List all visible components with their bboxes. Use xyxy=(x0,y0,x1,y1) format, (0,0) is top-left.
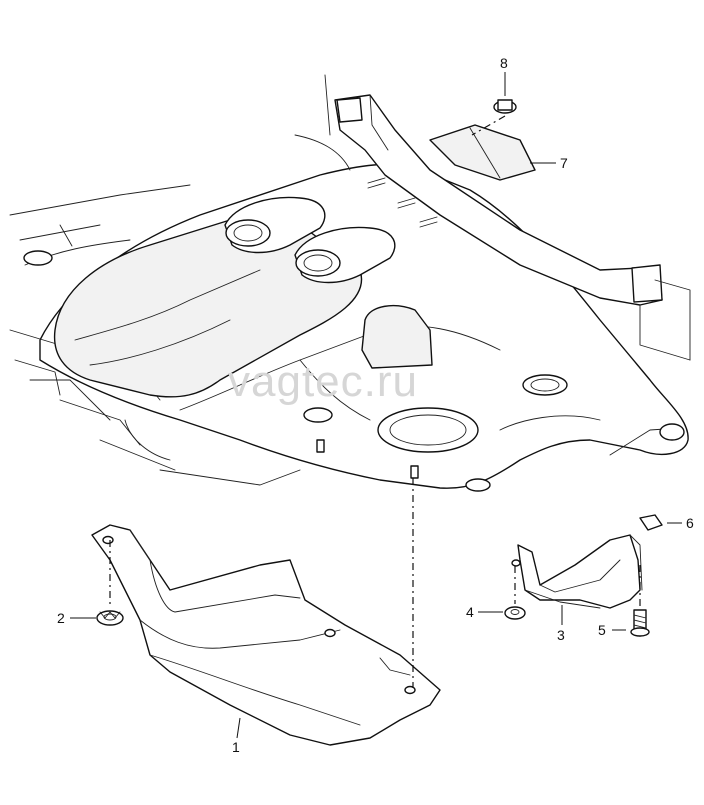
part-5-bolt xyxy=(630,609,650,637)
callout-1: 1 xyxy=(232,739,240,755)
stud xyxy=(410,465,419,479)
cross-member xyxy=(294,74,691,361)
stud xyxy=(316,439,325,453)
callout-5: 5 xyxy=(598,622,606,638)
part-3-bracket-shield xyxy=(511,534,643,609)
callout-3: 3 xyxy=(557,627,565,643)
callout-6: 6 xyxy=(686,515,694,531)
callout-2: 2 xyxy=(57,610,65,626)
underbody-assembly xyxy=(9,163,689,492)
callout-8: 8 xyxy=(500,55,508,71)
callout-7: 7 xyxy=(560,155,568,171)
part-7-heat-shield xyxy=(429,124,536,181)
part-4-nut xyxy=(504,606,526,620)
part-8-nut xyxy=(493,99,517,114)
part-6-clip xyxy=(639,514,663,531)
part-1-underbody-panel xyxy=(91,524,441,746)
callout-4: 4 xyxy=(466,604,474,620)
part-2-clip-nut xyxy=(96,610,124,626)
watermark-text: vagtec.ru xyxy=(228,357,418,406)
silencer xyxy=(53,217,363,398)
assembly-line-8 xyxy=(471,115,506,136)
